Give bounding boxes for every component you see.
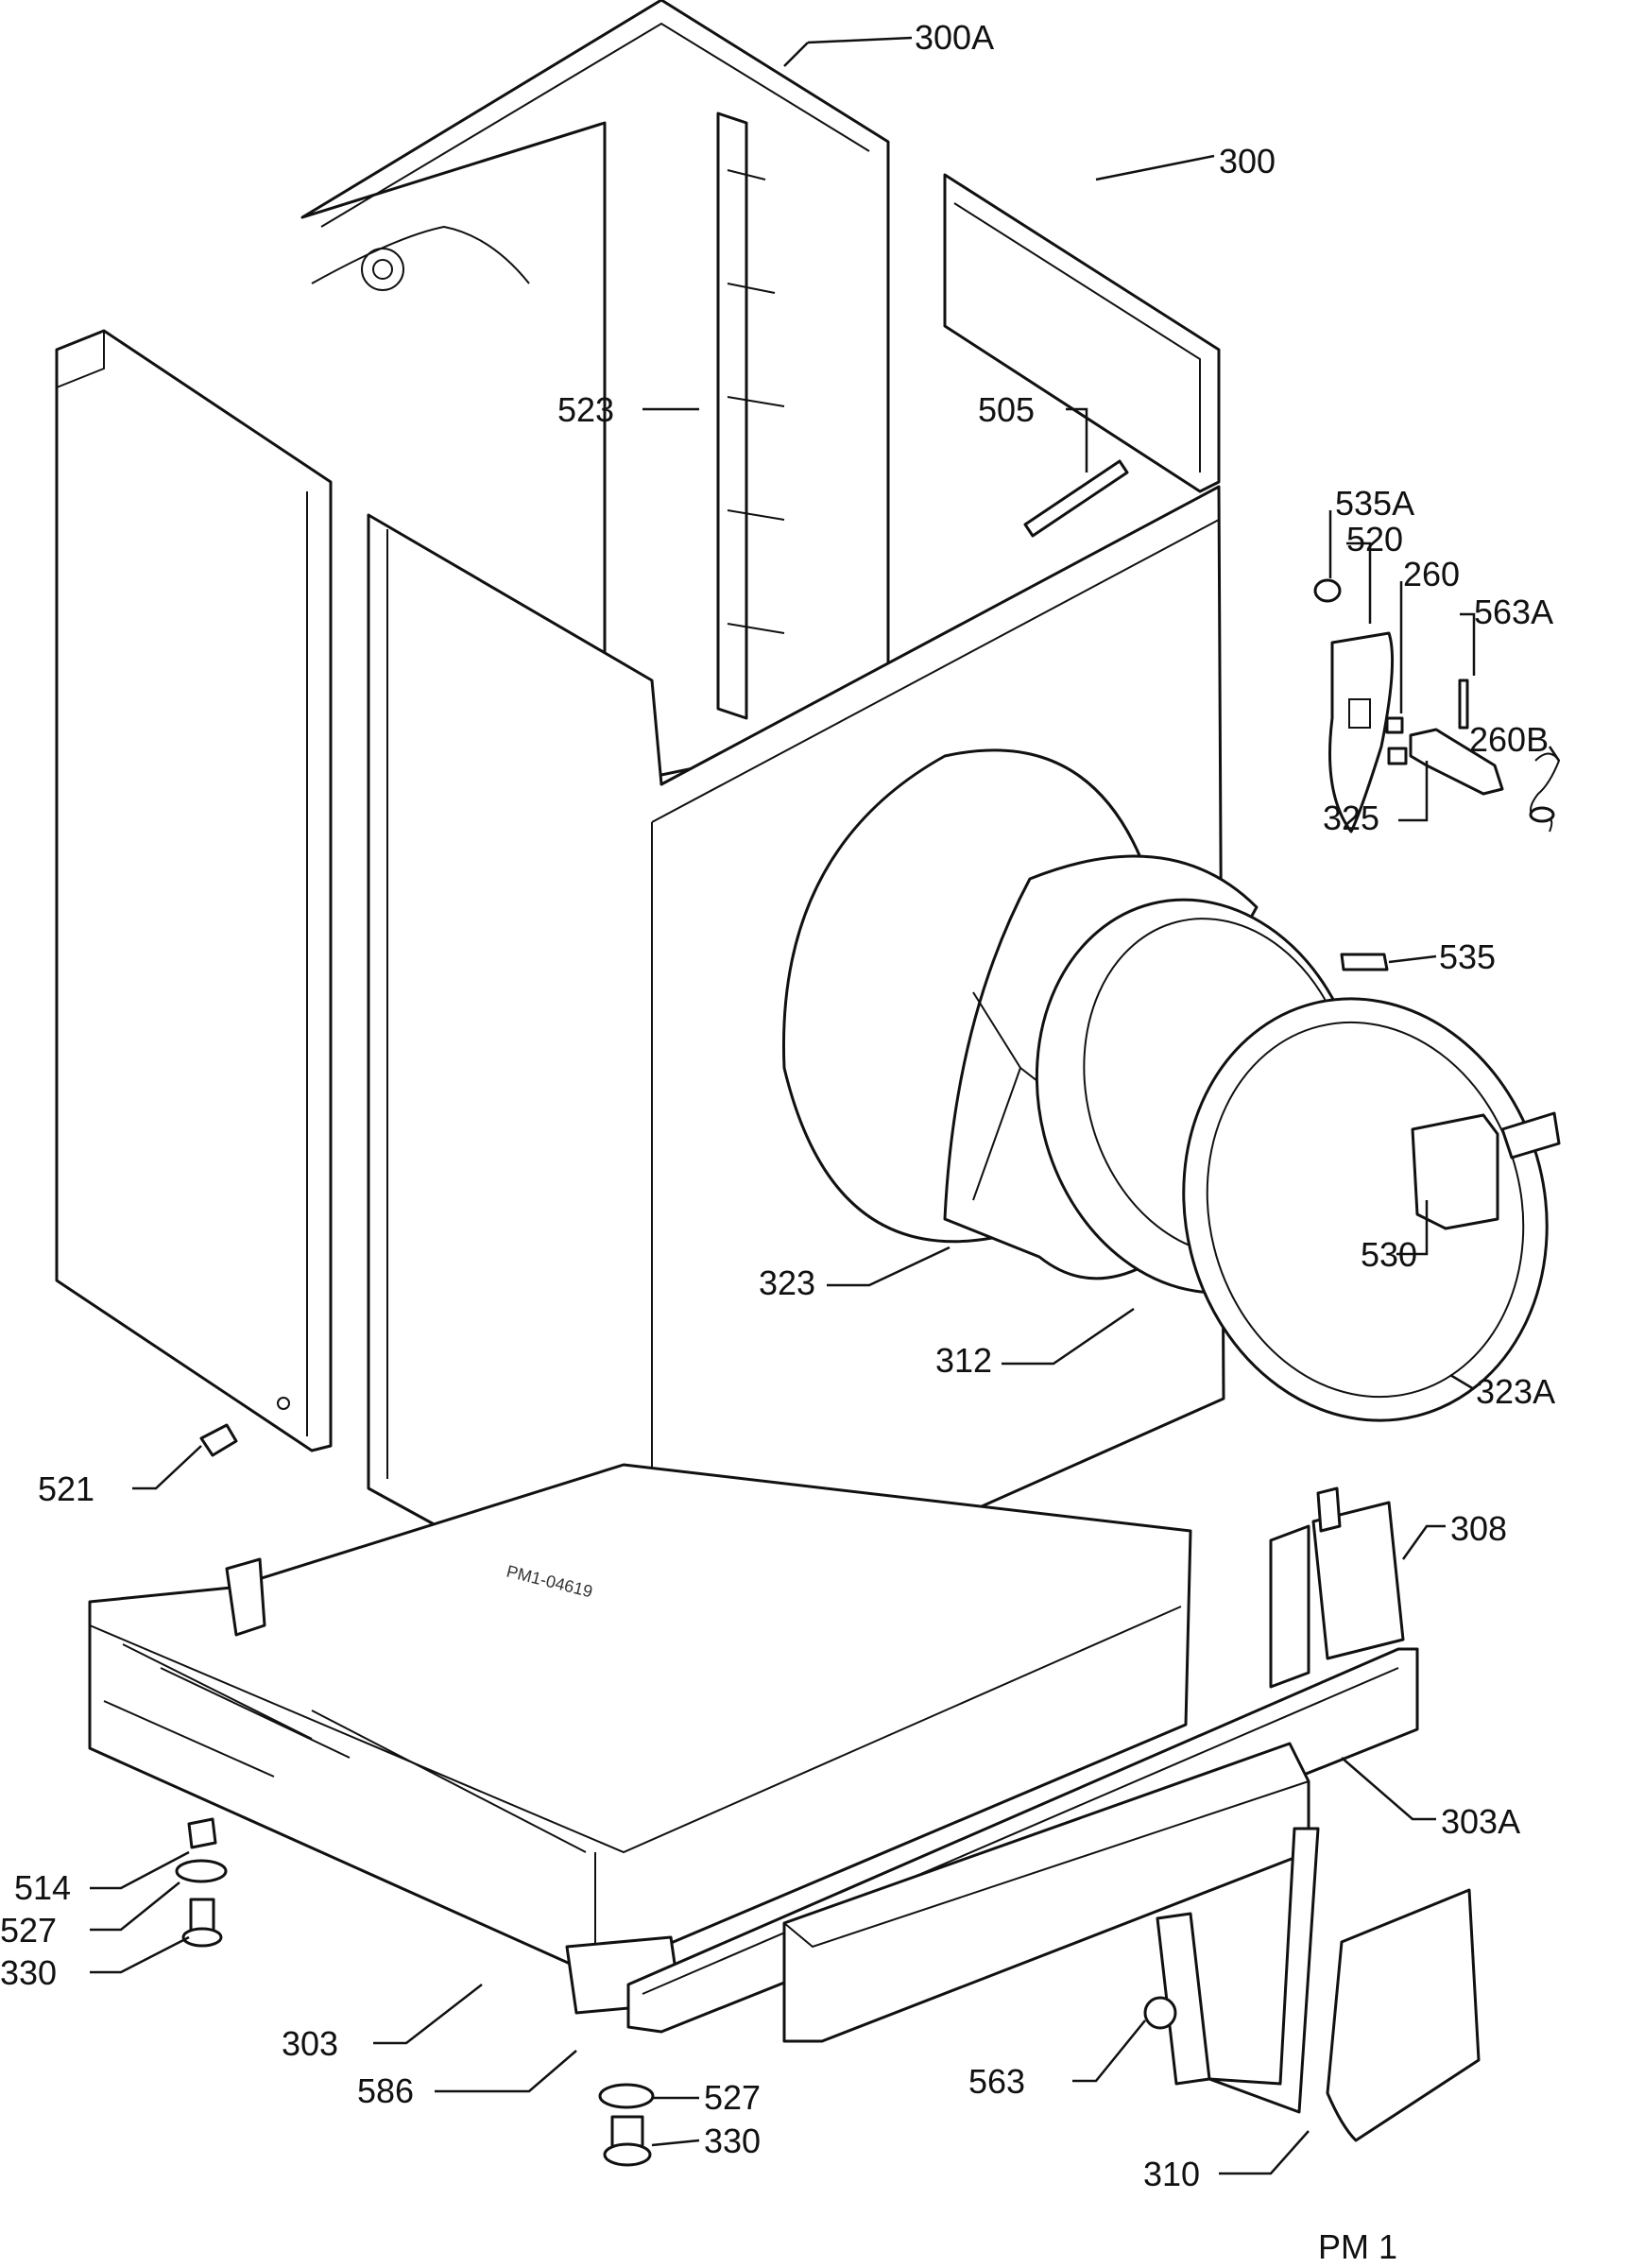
label-323: 323 xyxy=(759,1263,815,1302)
label-535A: 535A xyxy=(1335,484,1414,523)
label-300A: 300A xyxy=(915,18,994,57)
label-308: 308 xyxy=(1450,1509,1507,1548)
leader-lines xyxy=(90,36,1561,2175)
hinge-308 xyxy=(1269,1486,1405,1689)
lever-325 xyxy=(1409,728,1504,796)
spring-260 xyxy=(1385,716,1408,765)
label-563A: 563A xyxy=(1474,593,1553,631)
front-panel xyxy=(367,485,1225,1651)
filter-flap-563 xyxy=(1143,1827,1320,2114)
left-side-panel xyxy=(55,329,333,1452)
label-330-left: 330 xyxy=(0,1953,57,1992)
label-303A: 303A xyxy=(1441,1802,1520,1841)
page-code: PM 1 xyxy=(1318,2227,1397,2266)
label-323A: 323A xyxy=(1476,1372,1555,1411)
label-530: 530 xyxy=(1361,1235,1417,1274)
label-325: 325 xyxy=(1323,799,1379,837)
door-handle-530 xyxy=(1411,1111,1561,1230)
label-563: 563 xyxy=(968,2062,1025,2101)
door-outer-ring-323A xyxy=(1182,997,1549,1422)
foot-front xyxy=(598,2083,655,2167)
label-521: 521 xyxy=(38,1469,94,1508)
label-310: 310 xyxy=(1143,2155,1200,2193)
foot-left xyxy=(175,1817,228,1948)
base-frame-303 xyxy=(88,1463,1192,2015)
knob-535A xyxy=(1313,578,1342,603)
part-labels: 300A 300 523 505 535A 520 260 563A 260B … xyxy=(0,18,1555,2193)
right-side-frame-300 xyxy=(943,173,1221,493)
pin-535 xyxy=(1340,953,1389,971)
label-527-left: 527 xyxy=(0,1911,57,1950)
lock-plate-520 xyxy=(1328,631,1395,833)
rod-563A xyxy=(1458,679,1469,730)
label-527-front: 527 xyxy=(704,2078,761,2117)
screw-521 xyxy=(199,1423,238,1457)
label-523: 523 xyxy=(557,390,614,429)
label-303: 303 xyxy=(282,2024,338,2063)
rod-505 xyxy=(1023,459,1129,538)
label-330-front: 330 xyxy=(704,2122,761,2160)
label-520: 520 xyxy=(1346,520,1403,558)
label-505: 505 xyxy=(978,390,1035,429)
label-514: 514 xyxy=(14,1868,71,1907)
label-300: 300 xyxy=(1219,142,1276,180)
label-586: 586 xyxy=(357,2071,414,2110)
cover-310 xyxy=(1326,1888,1481,2142)
label-312: 312 xyxy=(935,1341,992,1380)
spring-260B xyxy=(1529,752,1561,833)
rail-523 xyxy=(716,112,785,720)
label-260B: 260B xyxy=(1469,720,1549,759)
label-260: 260 xyxy=(1403,555,1460,593)
label-535: 535 xyxy=(1439,937,1496,976)
